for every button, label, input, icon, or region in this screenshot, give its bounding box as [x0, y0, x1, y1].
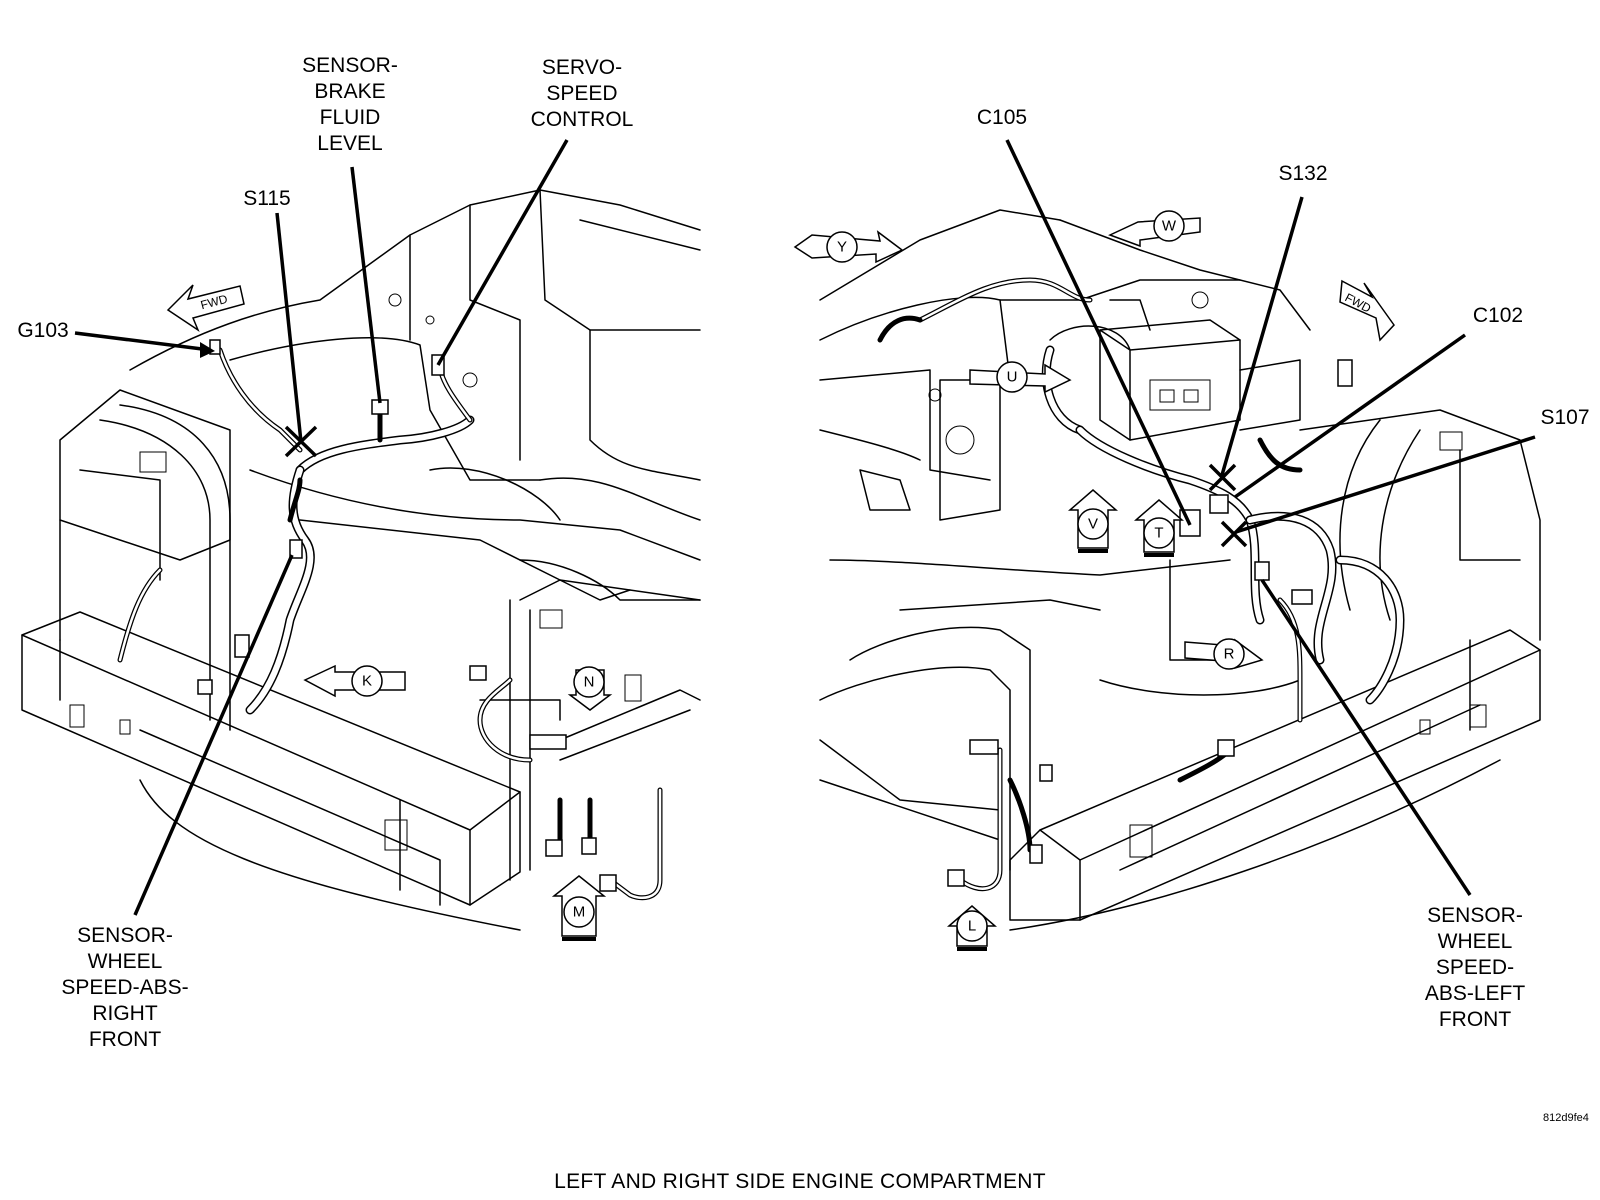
label-line: SERVO- — [541, 56, 623, 79]
label-c102: C102 — [1463, 303, 1533, 329]
label-line: C105 — [976, 106, 1028, 129]
label-line: SPEED-ABS- — [61, 976, 189, 999]
label-line: BRAKE — [314, 80, 386, 103]
label-s132: S132 — [1268, 161, 1338, 187]
view-marker-v-label: V — [1088, 516, 1098, 533]
label-servo-speed-control: SERVO- SPEED CONTROL — [517, 55, 647, 133]
view-marker-m: M — [551, 875, 607, 941]
fwd-arrow-left: FWD — [166, 284, 245, 332]
leader-servo — [436, 139, 569, 366]
label-line: S107 — [1540, 406, 1590, 429]
view-marker-r: R — [1184, 638, 1264, 670]
label-line: WHEEL — [1437, 930, 1513, 953]
view-marker-m-label: M — [573, 904, 586, 921]
label-g103: G103 — [8, 318, 78, 344]
view-marker-k-label: K — [362, 673, 372, 690]
view-marker-y: Y — [793, 230, 904, 264]
left-engine-compartment-view — [21, 189, 701, 931]
view-marker-w-label: W — [1162, 218, 1177, 235]
view-marker-u: U — [969, 361, 1072, 394]
leader-g103 — [74, 331, 211, 352]
label-line: SPEED- — [1435, 956, 1515, 979]
view-marker-t-label: T — [1154, 525, 1163, 542]
callout-leaders — [74, 139, 1536, 916]
view-marker-y-label: Y — [837, 239, 847, 256]
view-marker-l-label: L — [968, 918, 976, 935]
leader-s132 — [1220, 196, 1304, 476]
label-line: C102 — [1472, 304, 1524, 327]
label-line: WHEEL — [87, 950, 163, 973]
label-line: FLUID — [319, 106, 381, 129]
view-marker-n-label: N — [584, 674, 595, 691]
view-marker-l: L — [946, 905, 998, 951]
figure-code: 812d9fe4 — [1543, 1112, 1589, 1124]
label-line: RIGHT — [92, 1002, 158, 1025]
fwd-arrow-right: FWD — [1339, 279, 1395, 342]
label-sensor-wheel-speed-abs-right-front: SENSOR- WHEEL SPEED-ABS- RIGHT FRONT — [45, 923, 205, 1053]
label-line: SENSOR- — [77, 924, 173, 947]
leader-sensor-wheel-left — [1260, 579, 1472, 896]
label-line: CONTROL — [530, 108, 634, 131]
label-c105: C105 — [967, 105, 1037, 131]
label-s107: S107 — [1530, 405, 1600, 431]
label-line: G103 — [17, 319, 69, 342]
leader-brake-fluid — [350, 166, 382, 404]
label-line: SENSOR- — [1427, 904, 1523, 927]
leader-c105 — [1005, 139, 1192, 526]
view-marker-t: T — [1133, 499, 1185, 557]
diagram-caption: LEFT AND RIGHT SIDE ENGINE COMPARTMENT — [554, 1170, 1046, 1193]
label-line: LEVEL — [317, 132, 383, 155]
label-sensor-brake-fluid-level: SENSOR- BRAKE FLUID LEVEL — [290, 53, 410, 157]
label-s115: S115 — [232, 186, 302, 212]
view-marker-w: W — [1108, 210, 1201, 248]
leader-sensor-wheel-right — [133, 554, 294, 916]
right-engine-compartment-view — [819, 209, 1541, 931]
leader-g103-head — [200, 342, 215, 358]
label-line: FRONT — [1438, 1008, 1512, 1031]
label-line: SENSOR- — [302, 54, 398, 77]
view-marker-n: N — [567, 666, 613, 711]
leader-s107 — [1235, 435, 1536, 534]
leader-c102 — [1233, 333, 1467, 499]
fwd-label-left: FWD — [199, 292, 229, 313]
view-marker-k: K — [303, 664, 406, 698]
view-marker-u-label: U — [1007, 369, 1018, 386]
label-line: ABS-LEFT — [1424, 982, 1526, 1005]
label-line: SPEED — [546, 82, 618, 105]
label-line: S132 — [1278, 162, 1328, 185]
leader-s115 — [275, 212, 303, 443]
label-line: FRONT — [88, 1028, 162, 1051]
view-marker-v: V — [1067, 489, 1119, 553]
label-sensor-wheel-speed-abs-left-front: SENSOR- WHEEL SPEED- ABS-LEFT FRONT — [1405, 903, 1545, 1033]
label-line: S115 — [243, 187, 291, 210]
view-marker-r-label: R — [1224, 646, 1235, 663]
